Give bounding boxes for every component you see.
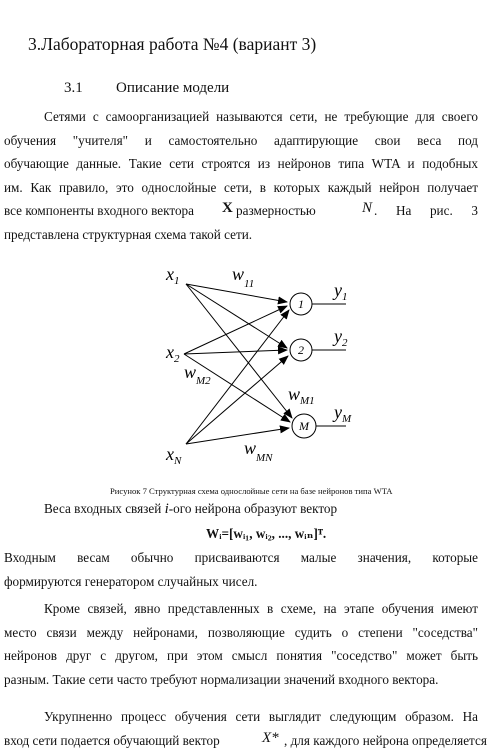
paragraph-intro: Сетями с самоорганизацией называются сет… bbox=[4, 105, 478, 246]
connection-line bbox=[183, 353, 291, 423]
text-fragment: . На рис. 3 bbox=[374, 203, 478, 218]
text-line: обучения "учителя" и самостоятельно адап… bbox=[4, 132, 478, 148]
weight-label: wM1 bbox=[288, 384, 315, 407]
text-line: Сетями с самоорганизацией называются сет… bbox=[44, 109, 478, 124]
connection-line bbox=[185, 309, 290, 445]
network-diagram: x1 x2 xN w11 wM2 wM1 wMN y1 y2 yM 1 2 M bbox=[165, 264, 352, 467]
text-line: Укрупненно процесс обучения сети выгляди… bbox=[44, 709, 478, 724]
neuron-label: 2 bbox=[298, 343, 304, 357]
output-label: y2 bbox=[332, 326, 348, 349]
text-line: место связи между нейронами, позволяющие… bbox=[4, 624, 478, 640]
section-title: Описание модели bbox=[116, 80, 230, 96]
text-fragment: все компоненты входного вектора bbox=[4, 203, 195, 218]
paragraph-neighbors: Кроме связей, явно представленных в схем… bbox=[4, 597, 478, 691]
input-label: x1 bbox=[165, 264, 180, 287]
connection-line bbox=[185, 283, 288, 305]
connection-line bbox=[185, 425, 290, 445]
connection-line bbox=[185, 283, 293, 419]
page-heading: 3.Лабораторная работа №4 (вариант 3) bbox=[28, 34, 317, 54]
connection-line bbox=[183, 305, 288, 355]
input-label: x2 bbox=[165, 342, 180, 365]
text-line: формируются генератором случайных чисел. bbox=[4, 573, 258, 589]
output-label: y1 bbox=[332, 280, 348, 303]
dimension-symbol: N bbox=[362, 200, 373, 216]
figure-caption: Рисунок 7 Структурная схема однослойные … bbox=[110, 486, 393, 496]
index-symbol: i bbox=[164, 501, 169, 517]
text-line: все компоненты входного вектора X размер… bbox=[4, 199, 478, 223]
text-fragment: , для каждого нейрона определяется bbox=[284, 732, 487, 748]
weight-label: w11 bbox=[232, 264, 254, 290]
weight-label: wMN bbox=[244, 438, 273, 464]
text-line: разным. Такие сети часто требуют нормали… bbox=[4, 671, 439, 687]
text-line: вход сети подается обучающий вектор X* ,… bbox=[4, 729, 487, 752]
neuron-label: 1 bbox=[298, 297, 304, 311]
paragraph-init: Входным весам обычно присваиваются малые… bbox=[4, 546, 478, 593]
training-vector-symbol: X* bbox=[262, 729, 279, 746]
text-line: Кроме связей, явно представленных в схем… bbox=[44, 601, 478, 616]
weight-vector-formula: Wᵢ=[wᵢ₁, wᵢ₂, ..., wᵢₙ]ᵀ. bbox=[206, 526, 327, 541]
neuron-node bbox=[289, 292, 313, 316]
connection-line bbox=[185, 283, 288, 349]
neuron-node bbox=[289, 338, 313, 362]
text-line: Веса входных связей i-ого нейрона образу… bbox=[44, 501, 337, 518]
input-label: xN bbox=[165, 444, 182, 467]
text-fragment: Веса входных связей bbox=[44, 501, 162, 516]
text-line: обучающие данные. Такие сети строятся из… bbox=[4, 156, 478, 171]
neuron-label: M bbox=[298, 419, 310, 433]
paragraph-training: Укрупненно процесс обучения сети выгляди… bbox=[4, 705, 487, 752]
output-label: yM bbox=[332, 402, 352, 425]
text-line: Входным весам обычно присваиваются малые… bbox=[4, 550, 478, 565]
text-fragment: вход сети подается обучающий вектор bbox=[4, 732, 220, 748]
text-fragment: размерностью bbox=[236, 203, 316, 218]
text-fragment: -ого нейрона образуют вектор bbox=[168, 501, 338, 516]
text-line: им. Как правило, это однослойные сети, в… bbox=[4, 179, 478, 195]
text-line: представлена структурная схема такой сет… bbox=[4, 226, 253, 242]
vector-symbol: X bbox=[222, 200, 233, 216]
neuron-node bbox=[291, 413, 317, 439]
connection-line bbox=[183, 346, 288, 355]
section-number: 3.1 bbox=[64, 80, 83, 96]
weight-label: wM2 bbox=[184, 362, 211, 387]
connection-line bbox=[185, 355, 289, 445]
text-line: нейронов друг с другом, при этом смысл п… bbox=[4, 648, 478, 663]
